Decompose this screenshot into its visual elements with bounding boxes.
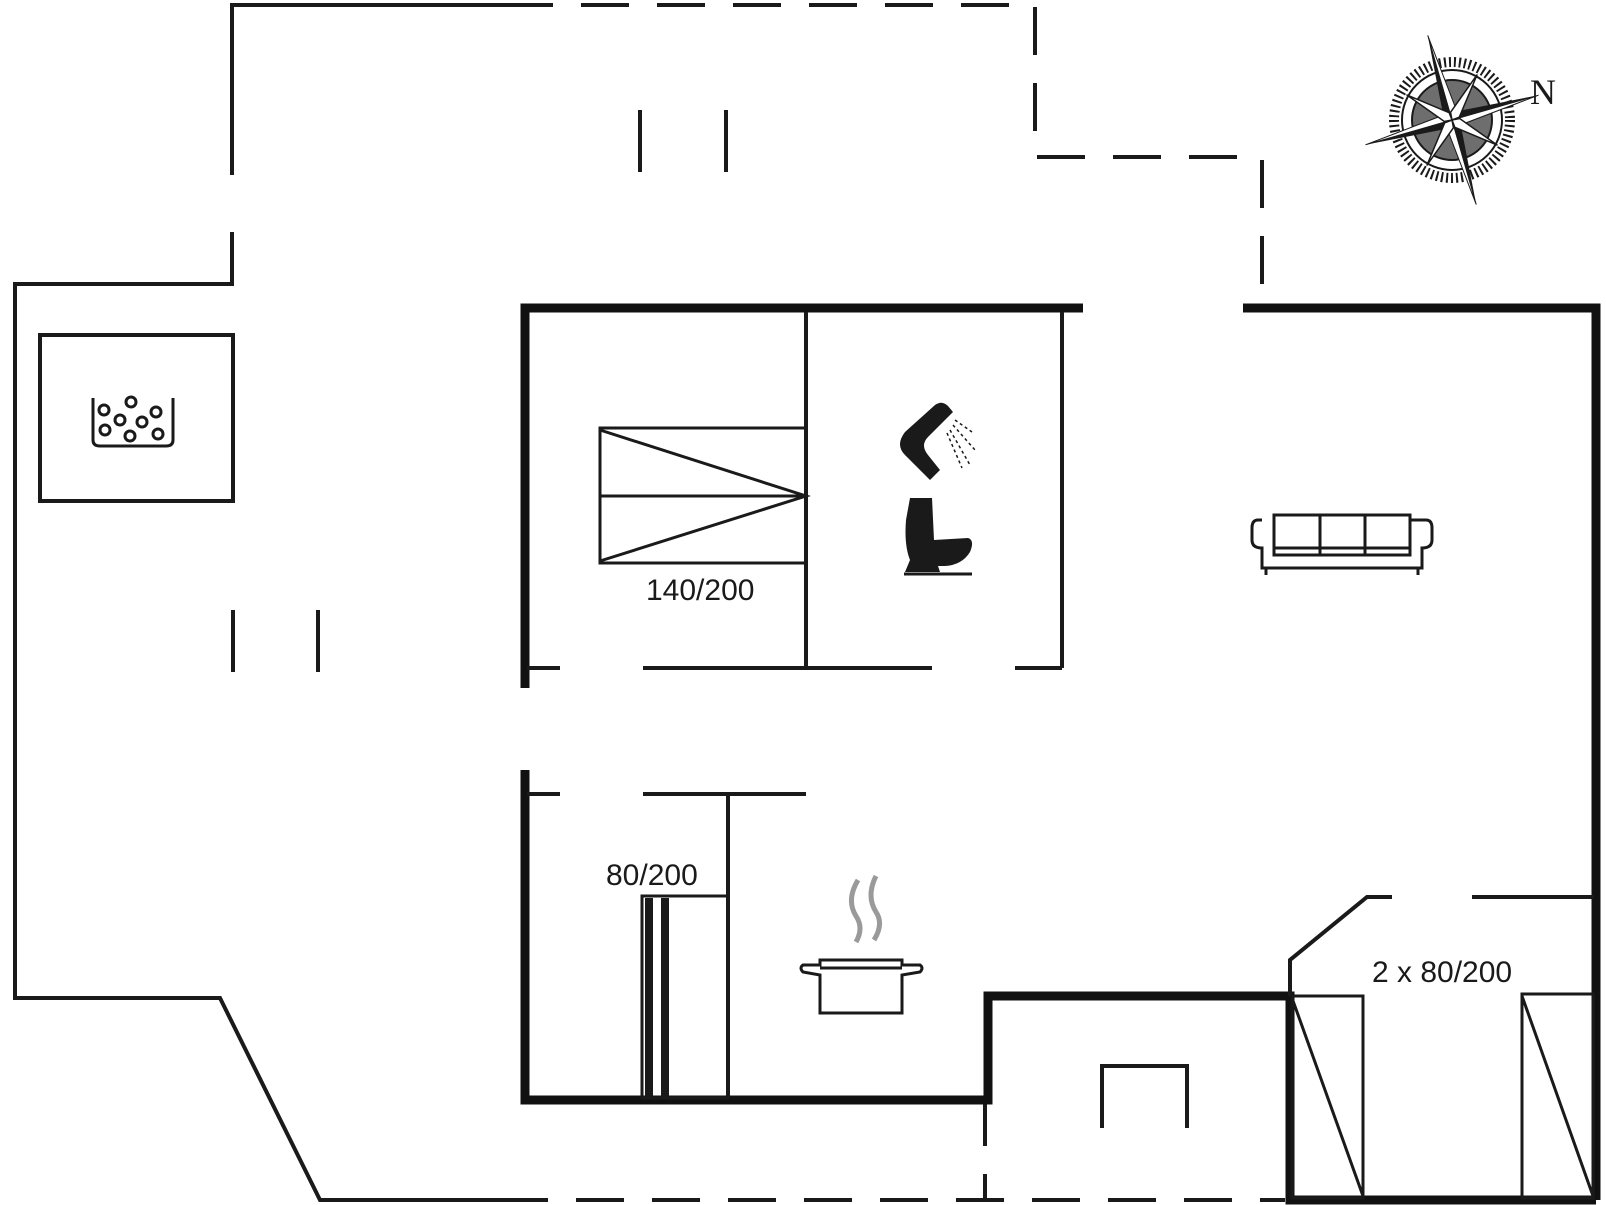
hot-tub-area <box>38 333 235 503</box>
compass-rose-icon: N <box>1365 35 1556 205</box>
kitchen <box>799 874 924 1015</box>
single-bed <box>640 894 730 1100</box>
north-label: N <box>1530 72 1556 112</box>
twin-bed-right <box>1520 992 1595 1200</box>
sofa-icon <box>1250 513 1434 575</box>
terrace-outline-top <box>13 3 1285 1202</box>
toilet-icon <box>904 498 973 576</box>
single-bed-size-label: 80/200 <box>606 859 698 892</box>
twin-bed-left <box>1290 994 1365 1200</box>
terrace-posts <box>231 110 728 672</box>
house-walls <box>520 303 1601 1205</box>
twin-bed-size-label: 2 x 80/200 <box>1372 956 1512 989</box>
hot-tub-icon <box>91 395 175 448</box>
single-bedroom: 80/200 <box>606 859 730 1100</box>
living-room <box>1250 513 1434 575</box>
cooking-pot-icon <box>799 874 924 1015</box>
shower-icon <box>900 402 976 480</box>
bathroom <box>900 402 976 576</box>
entry-storage <box>1100 1064 1189 1128</box>
twin-bedroom: 2 x 80/200 <box>1290 956 1595 1200</box>
double-bed-size-label: 140/200 <box>646 574 754 607</box>
double-bed <box>598 426 811 565</box>
double-bedroom: 140/200 <box>598 426 811 607</box>
